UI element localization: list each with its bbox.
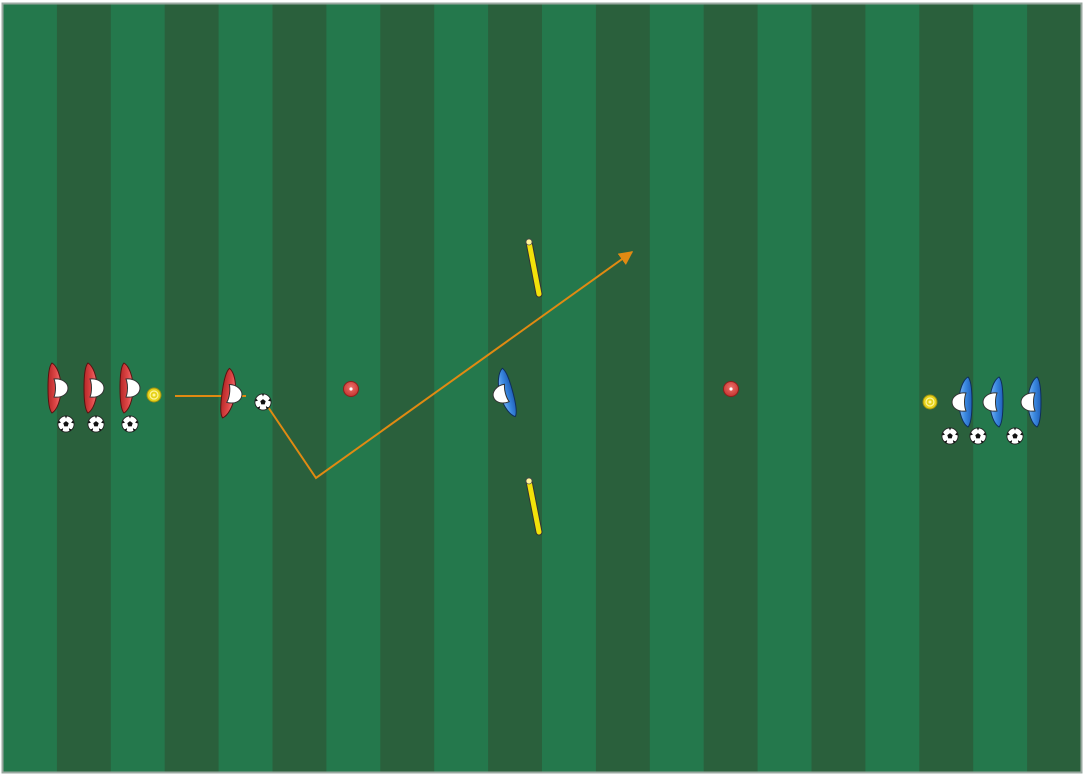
yellow-cone-icon [922,394,938,410]
pitch-stripe [164,4,220,772]
pitch-stripe [865,4,920,772]
cone-marker-icon [343,381,359,397]
pitch-stripe [649,4,705,772]
soccer-ball-icon [254,393,272,411]
run-arrow [265,251,634,480]
pitch-stripe [272,4,327,772]
pitch-stripe [811,4,866,772]
soccer-ball-icon [1006,427,1024,445]
yellow-cone-icon [146,387,162,403]
soccer-ball-icon [57,415,75,433]
soccer-ball-icon [969,427,987,445]
soccer-ball-icon [121,415,139,433]
cone-marker-icon [723,381,739,397]
pitch-stripe [595,4,651,772]
yellow-pole-icon [525,477,543,536]
pitch-stripe [542,4,597,772]
soccer-ball-icon [87,415,105,433]
pitch-stripe [380,4,435,772]
yellow-pole-icon [525,238,543,298]
soccer-ball-icon [941,427,959,445]
pitch-stripe [757,4,812,772]
pitch-stripes [3,4,1082,772]
